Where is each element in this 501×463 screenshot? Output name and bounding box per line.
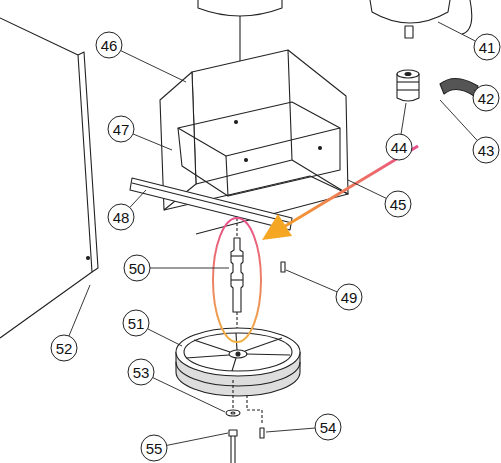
leader-line <box>348 180 386 198</box>
side-panel <box>0 18 98 338</box>
callout-number: 53 <box>133 365 150 380</box>
callout-number: 45 <box>390 197 407 212</box>
pointer-arrow <box>262 146 418 240</box>
leader-line <box>438 22 475 41</box>
leader-line <box>167 433 228 445</box>
callout-number: 47 <box>113 122 130 137</box>
callout-circle <box>385 191 411 217</box>
callout-circle <box>128 359 154 385</box>
leader-line <box>150 268 229 269</box>
small-pulley <box>397 70 419 101</box>
callout-number: 50 <box>129 261 146 276</box>
leader-line <box>148 329 182 346</box>
leader-line <box>401 103 406 134</box>
callout-number: 41 <box>479 40 496 55</box>
callout-number: 42 <box>478 91 495 106</box>
callout-circle <box>473 137 499 163</box>
callout-number: 51 <box>128 316 145 331</box>
callout-number: 55 <box>146 441 163 456</box>
rail <box>130 178 292 230</box>
leader-line <box>121 51 186 82</box>
large-pulley <box>176 328 300 396</box>
leader-line <box>286 270 337 292</box>
callout-circle <box>386 134 412 160</box>
callout-circle <box>336 284 362 310</box>
callout-circle <box>141 435 167 461</box>
callout-circle <box>473 85 499 111</box>
callout-circle <box>108 204 134 230</box>
callout-circle <box>123 310 149 336</box>
callout-number: 46 <box>101 38 118 53</box>
callout-number: 44 <box>391 140 408 155</box>
belt <box>440 78 478 96</box>
callout-number: 54 <box>320 420 337 435</box>
leader-line <box>133 134 172 150</box>
leader-line <box>266 428 315 432</box>
callout-circle <box>108 116 134 142</box>
callout-circle <box>315 414 341 440</box>
callout-circle <box>51 335 77 361</box>
callout-circle <box>96 32 122 58</box>
callout-number: 52 <box>56 341 73 356</box>
motor-41 <box>370 0 472 38</box>
leader-line <box>69 285 90 336</box>
callout-circle <box>124 255 150 281</box>
key-54 <box>247 395 264 438</box>
callout-number: 43 <box>478 143 495 158</box>
leader-line <box>130 190 146 207</box>
washer-bolt <box>226 380 240 463</box>
callout-number: 48 <box>113 210 130 225</box>
shaft <box>231 218 243 342</box>
highlight-ring <box>213 218 261 342</box>
callout-number: 49 <box>341 290 358 305</box>
key <box>281 262 285 272</box>
leader-line <box>440 100 477 140</box>
callout-circle <box>474 34 500 60</box>
leader-line <box>153 378 225 412</box>
